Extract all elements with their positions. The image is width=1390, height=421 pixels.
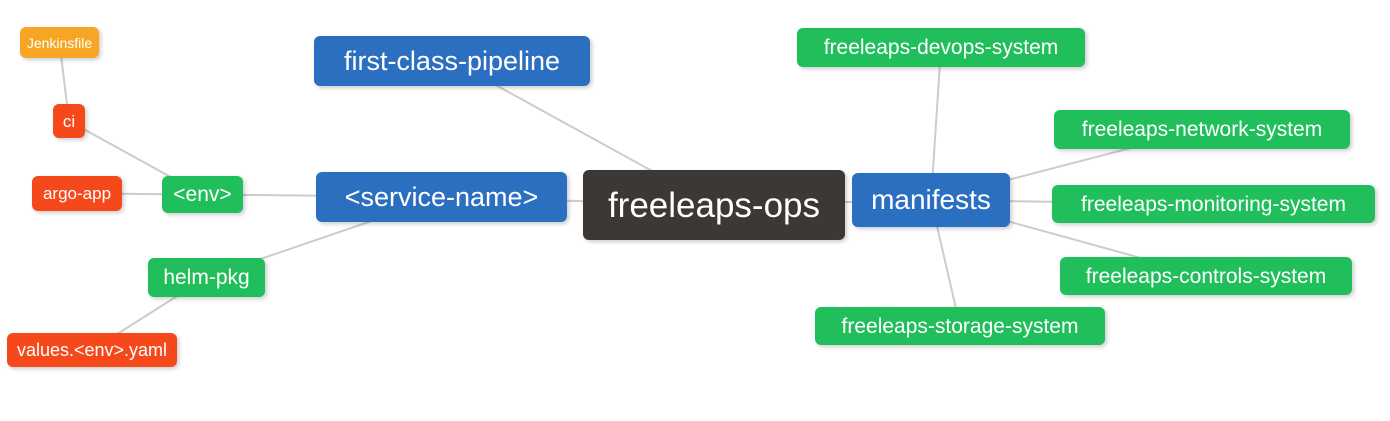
node-label: freeleaps-controls-system: [1085, 264, 1327, 288]
node-label: freeleaps-devops-system: [823, 36, 1059, 59]
node-freeleaps-network-system[interactable]: freeleaps-network-system: [1054, 110, 1350, 149]
node-freeleaps-ops[interactable]: freeleaps-ops: [583, 170, 845, 240]
node-service-name[interactable]: <service-name>: [316, 172, 567, 222]
node-helm-pkg[interactable]: helm-pkg: [148, 258, 265, 297]
node-label: manifests: [871, 184, 991, 215]
node-label: ci: [62, 111, 76, 131]
node-values-env-yaml[interactable]: values.<env>.yaml: [7, 333, 177, 367]
node-argo-app[interactable]: argo-app: [32, 176, 122, 211]
node-freeleaps-storage-system[interactable]: freeleaps-storage-system: [815, 307, 1105, 345]
node-label: <service-name>: [344, 181, 539, 212]
node-label: freeleaps-storage-system: [841, 314, 1079, 338]
node-label: freeleaps-monitoring-system: [1081, 192, 1346, 216]
node-freeleaps-controls-system[interactable]: freeleaps-controls-system: [1060, 257, 1352, 295]
node-label: Jenkinsfile: [26, 34, 93, 51]
node-manifests[interactable]: manifests: [852, 173, 1010, 227]
node-freeleaps-devops-system[interactable]: freeleaps-devops-system: [797, 28, 1085, 67]
node-label: argo-app: [42, 184, 112, 203]
node-label: freeleaps-network-system: [1081, 118, 1323, 141]
node-jenkinsfile[interactable]: Jenkinsfile: [20, 27, 99, 58]
node-first-class-pipeline[interactable]: first-class-pipeline: [314, 36, 590, 86]
node-label: helm-pkg: [163, 266, 250, 289]
node-ci[interactable]: ci: [53, 104, 85, 138]
node-label: values.<env>.yaml: [16, 340, 168, 360]
node-freeleaps-monitoring-system[interactable]: freeleaps-monitoring-system: [1052, 185, 1375, 223]
node-label: first-class-pipeline: [343, 45, 561, 76]
node-label: freeleaps-ops: [607, 185, 821, 225]
node-env[interactable]: <env>: [162, 176, 243, 213]
node-label: <env>: [173, 183, 232, 206]
